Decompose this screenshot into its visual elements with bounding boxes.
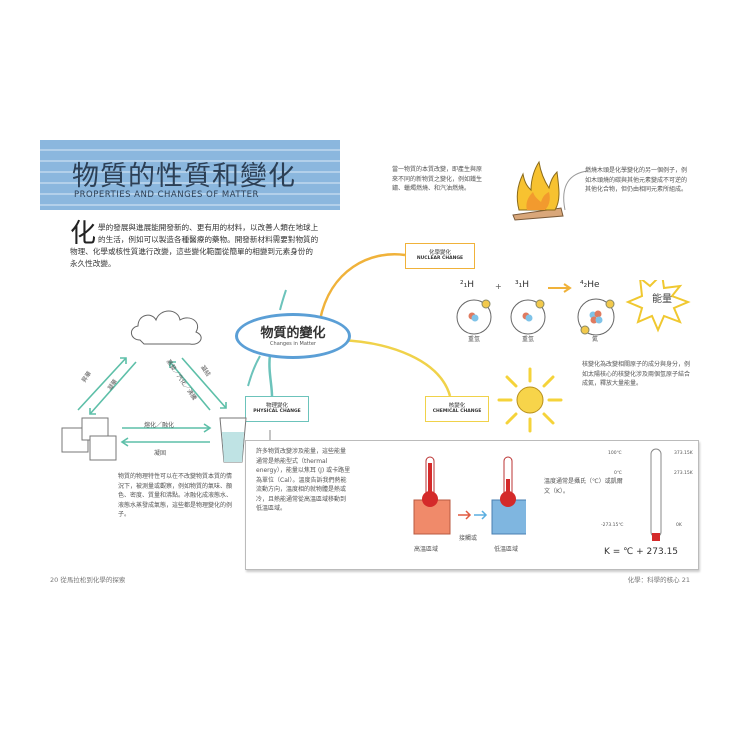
dropcap: 化	[70, 219, 97, 249]
page-title: 物質的性質和變化	[72, 161, 296, 192]
plus-sign: +	[495, 282, 502, 291]
hot-region-label: 高溫區域	[414, 546, 439, 553]
page-footer-left: 20 從馬拉松到化學的探索	[50, 576, 126, 584]
contact-label: 接觸或	[459, 535, 478, 542]
nuclear-note: 核變化為改變相關原子的成分與身分，例如太陽核心的核變化涉及兩個氫原子結合成氦，釋…	[582, 361, 691, 387]
sun-icon	[497, 367, 563, 433]
chemical-change-node: 核變化 CHEMICAL CHANGE	[425, 396, 489, 422]
connector-line	[563, 170, 589, 211]
book-spread: 物質的性質和變化 PROPERTIES AND CHANGES OF MATTE…	[40, 110, 700, 590]
fire-note: 當一物質的本質改變，即產生與原來不同的新物質之變化，例如鐵生鏽、蠟燭燃燒、和汽油…	[392, 166, 483, 192]
heat-energy-panel: 許多物質改變涉及能量，這些能量通常是熱能型式（thermal energy），能…	[245, 440, 699, 570]
physical-note: 物質的物理特性可以在不改變物質本質的情況下，被測量或觀察，例如物質的氣味、顏色、…	[118, 473, 233, 518]
physical-change-node: 物理變化 PHYSICAL CHANGE	[245, 396, 309, 422]
campfire-icon	[512, 160, 564, 221]
energy-label: 能量	[652, 294, 672, 305]
scale-thermometer	[650, 448, 662, 541]
kelvin-273: 273.15K	[674, 471, 693, 476]
kelvin-0: 0K	[676, 523, 682, 528]
water-glass-icon	[219, 417, 247, 463]
wood-note: 燃燒木頭是化學變化的另一個例子，例如木頭燒的碳與其他元素變成不可逆的其他化合物，…	[585, 167, 688, 193]
intro-paragraph: 化 學的發展與進展能開發新的、更有用的材料，以改善人類在地球上的生活，例如可以製…	[70, 219, 319, 268]
page-subtitle: PROPERTIES AND CHANGES OF MATTER	[74, 190, 259, 200]
heat-transfer-illustration	[413, 456, 526, 535]
title-banner: 物質的性質和變化 PROPERTIES AND CHANGES OF MATTE…	[40, 140, 340, 210]
ice-cubes-icon	[61, 417, 117, 461]
kelvin-formula: K = ℃ + 273.15	[604, 547, 679, 557]
celsius-absolute-zero: -273.15℃	[601, 523, 624, 528]
isotope-h3: ³₁H	[515, 280, 529, 290]
celsius-100: 100℃	[608, 451, 622, 456]
isotope-he: ⁴₂He	[580, 280, 600, 290]
temperature-unit-note: 溫度通常是攝氏（℃）或凱爾文（K）。	[544, 478, 623, 495]
label-tritium: 重氫	[522, 336, 535, 343]
cloud-icon	[131, 310, 202, 345]
label-freezing: 凝固	[154, 450, 167, 457]
phase-diagram	[61, 310, 247, 463]
center-node: 物質的變化 Changes in Matter	[235, 313, 351, 359]
arrow-right-icon	[548, 283, 572, 293]
label-deuterium: 重氫	[468, 336, 481, 343]
energy-burst-icon	[625, 280, 691, 333]
cold-region-label: 低溫區域	[494, 546, 519, 553]
kelvin-373: 373.15K	[674, 451, 693, 456]
fusion-diagram	[456, 280, 691, 336]
label-helium: 氦	[592, 336, 599, 343]
nuclear-change-node: 化學變化 NUCLEAR CHANGE	[405, 243, 475, 269]
heat-text: 許多物質改變涉及能量，這些能量通常是熱能型式（thermal energy），能…	[256, 448, 351, 512]
page-footer-right: 化學：科學的核心 21	[627, 576, 690, 584]
celsius-0: 0℃	[614, 471, 622, 476]
label-melting: 熔化／融化	[144, 422, 175, 429]
isotope-h2: ²₁H	[460, 280, 474, 290]
